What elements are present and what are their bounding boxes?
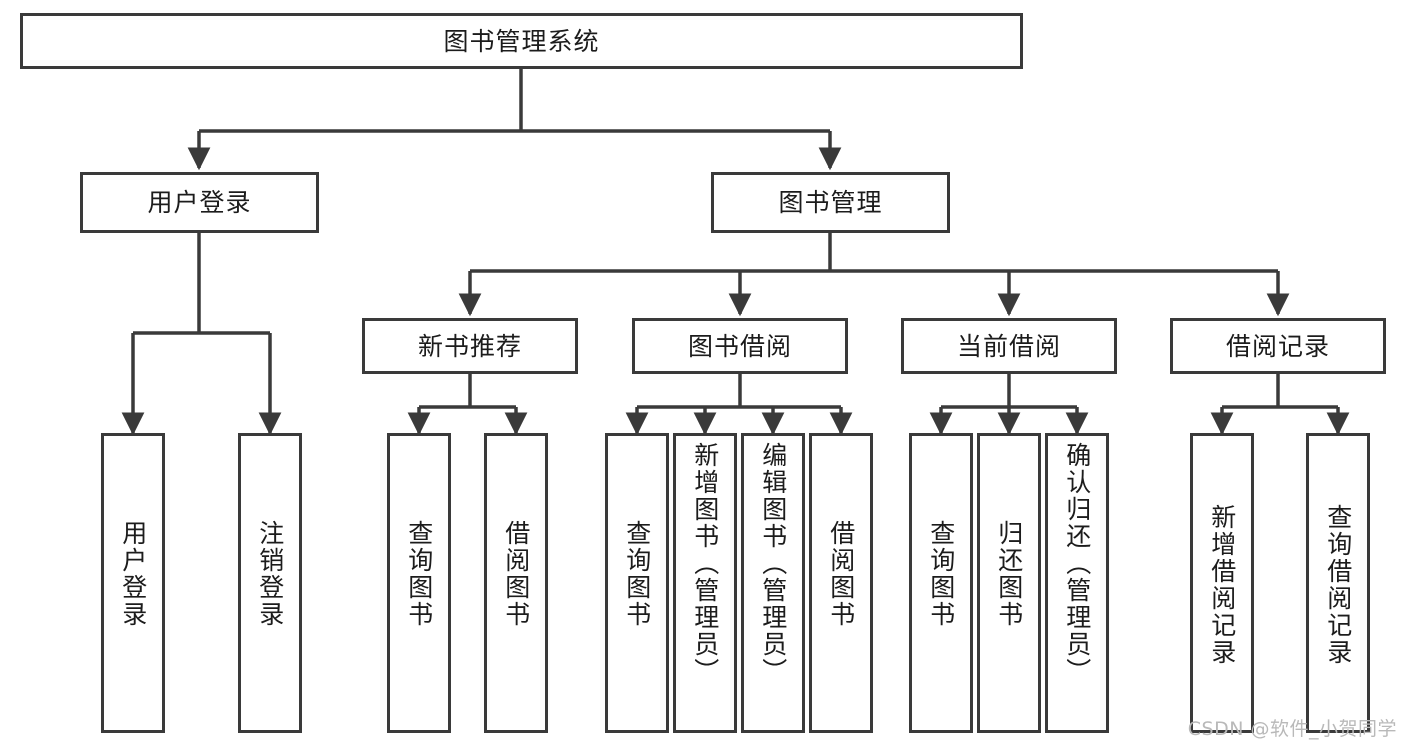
node-leaf-query-book-3[interactable]: 查询图书 — [909, 433, 973, 733]
node-label: 编辑图书（管理员） — [758, 442, 788, 685]
node-leaf-return-book[interactable]: 归还图书 — [977, 433, 1041, 733]
node-leaf-borrow-book-2[interactable]: 借阅图书 — [809, 433, 873, 733]
node-book-management-system[interactable]: 图书管理系统 — [20, 13, 1023, 69]
node-current-borrow[interactable]: 当前借阅 — [901, 318, 1117, 374]
node-label: 新增图书（管理员） — [690, 442, 720, 685]
node-new-book-recommend[interactable]: 新书推荐 — [362, 318, 578, 374]
node-leaf-user-login[interactable]: 用户登录 — [101, 433, 165, 733]
node-leaf-query-record[interactable]: 查询借阅记录 — [1306, 433, 1370, 733]
node-leaf-edit-book[interactable]: 编辑图书（管理员） — [741, 433, 805, 733]
node-label: 归还图书 — [994, 520, 1024, 628]
watermark-text: CSDN @软件_小贺同学 — [1187, 718, 1397, 740]
node-label: 新书推荐 — [417, 331, 522, 361]
node-leaf-query-book-1[interactable]: 查询图书 — [387, 433, 451, 733]
node-label: 借阅图书 — [501, 520, 531, 628]
node-leaf-add-book[interactable]: 新增图书（管理员） — [673, 433, 737, 733]
node-label: 借阅图书 — [826, 520, 856, 628]
node-label: 查询图书 — [622, 520, 652, 628]
node-leaf-borrow-book-1[interactable]: 借阅图书 — [484, 433, 548, 733]
node-leaf-confirm-return[interactable]: 确认归还（管理员） — [1045, 433, 1109, 733]
node-label: 注销登录 — [255, 520, 285, 628]
node-label: 查询图书 — [404, 520, 434, 628]
node-borrow-record[interactable]: 借阅记录 — [1170, 318, 1386, 374]
node-label: 当前借阅 — [956, 331, 1061, 361]
node-user-login[interactable]: 用户登录 — [80, 172, 319, 233]
node-label: 确认归还（管理员） — [1062, 442, 1092, 685]
node-label: 图书管理系统 — [443, 26, 600, 56]
node-label: 图书借阅 — [687, 331, 792, 361]
node-leaf-add-record[interactable]: 新增借阅记录 — [1190, 433, 1254, 733]
node-label: 查询借阅记录 — [1323, 504, 1353, 666]
node-label: 借阅记录 — [1225, 331, 1330, 361]
node-label: 新增借阅记录 — [1207, 504, 1237, 666]
node-book-borrow[interactable]: 图书借阅 — [632, 318, 848, 374]
node-leaf-logout-login[interactable]: 注销登录 — [238, 433, 302, 733]
node-leaf-query-book-2[interactable]: 查询图书 — [605, 433, 669, 733]
node-label: 图书管理 — [778, 188, 883, 217]
node-label: 用户登录 — [147, 188, 252, 217]
node-label: 查询图书 — [926, 520, 956, 628]
node-label: 用户登录 — [118, 520, 148, 628]
node-book-manage[interactable]: 图书管理 — [711, 172, 950, 233]
